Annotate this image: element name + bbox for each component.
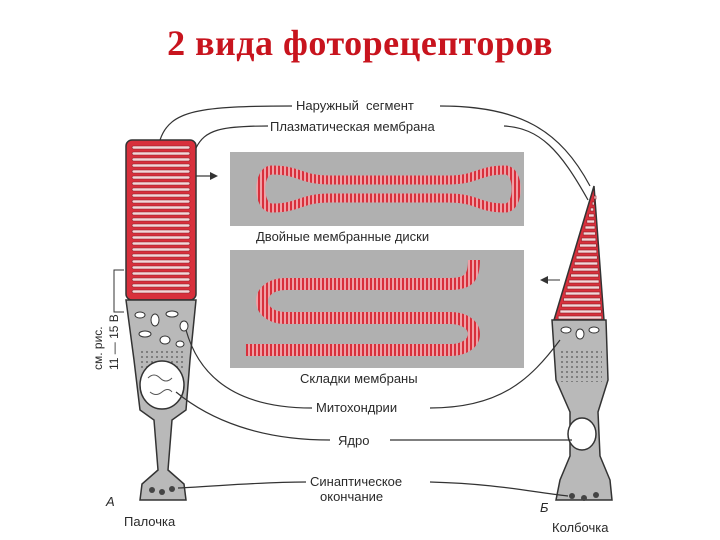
cone-disc [593,195,597,200]
label-outer-segment: Наружный сегмент [296,98,414,113]
cone-disc [559,309,602,314]
cone-synapse [569,492,599,501]
cone-disc [588,213,595,218]
cone-disc [565,291,601,296]
cone-letter: Б [540,500,549,515]
membrane-folds [246,259,480,356]
rod-disc [131,163,191,168]
rod-disc [131,277,191,282]
disc-panel [230,152,524,226]
cone-cell [540,185,613,501]
rod-disc [131,241,191,246]
cone-disc [586,219,595,224]
cone-disc [581,237,597,242]
rod-disc [131,235,191,240]
cone-nucleus [567,417,597,451]
rod-disc [131,175,191,180]
rod-disc [131,229,191,234]
cone-disc [566,285,600,290]
cone-name: Колбочка [552,520,609,535]
rod-nucleus [139,360,185,410]
rod-disc [131,271,191,276]
rod-name: Палочка [124,514,176,529]
rod-disc [131,247,191,252]
rod-disc [131,157,191,162]
cone-mitochondria [560,326,600,340]
label-mitochondria: Митохондрии [316,400,397,415]
cone-disc [572,267,599,272]
cone-disc [563,297,601,302]
cone-disc [582,231,596,236]
cone-discs [557,195,603,320]
rod-disc [131,283,191,288]
rod-disc [131,187,191,192]
cone-disc [574,261,598,266]
cone-disc [577,249,598,254]
double-disc-membrane [256,165,521,213]
cone-disc [579,243,597,248]
rod-disc [131,199,191,204]
rod-disc [131,217,191,222]
cone-disc [584,225,596,230]
label-membrane-folds: Складки мембраны [300,371,418,386]
rod-disc [131,211,191,216]
rod-disc [131,193,191,198]
cone-disc [570,273,599,278]
rod-synapse [149,486,175,495]
rod-letter: А [105,494,115,509]
rod-discs [131,145,191,294]
rod-disc [131,205,191,210]
page-title: 2 вида фоторецепторов [167,23,553,63]
rod-disc [131,223,191,228]
rod-disc [131,181,191,186]
cone-disc [557,315,603,320]
label-synaptic-line1: Синаптическое [310,474,402,489]
rod-disc [131,259,191,264]
rod-disc [131,145,191,150]
cone-disc [575,255,598,260]
label-nucleus: Ядро [338,433,369,448]
side-note-line2: 11 — 15 В [107,314,121,370]
label-plasma-membrane: Плазматическая мембрана [270,119,435,134]
cone-disc [561,303,602,308]
rod-disc [131,289,191,294]
cone-inner-segment [551,319,613,501]
cone-disc [591,201,595,206]
cone-disc [590,207,594,212]
rod-disc [131,169,191,174]
rod-disc [131,265,191,270]
cone-disc [568,279,600,284]
rod-disc [131,253,191,258]
rod-mitochondria [134,310,189,348]
leader-lines [159,105,591,497]
rod-disc [131,151,191,156]
label-double-discs: Двойные мембранные диски [256,229,429,244]
side-note-line1: см. рис. [91,326,105,370]
label-synaptic-line2: окончание [320,489,383,504]
rod-cell: см. рис. 11 — 15 В [91,139,197,501]
